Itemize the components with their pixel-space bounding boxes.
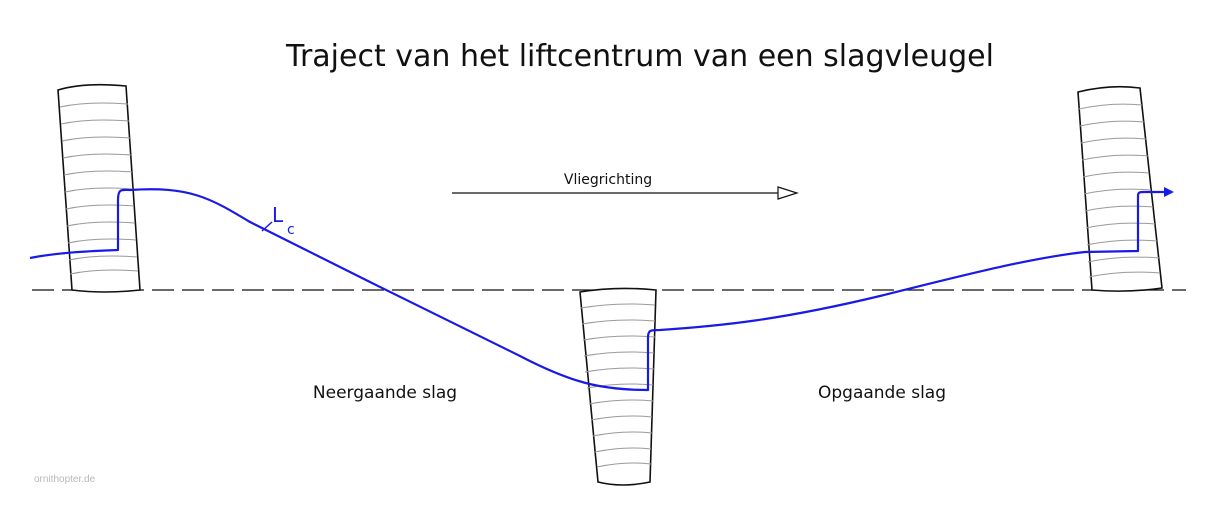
flight-direction-arrowhead: [777, 186, 799, 200]
lift-center-label: L: [272, 203, 284, 227]
wing-section-middle: [579, 287, 657, 486]
diagram-title: Traject van het liftcentrum van een slag…: [285, 39, 994, 74]
wing-section-right: [1077, 85, 1163, 292]
downstroke-label: Neergaande slag: [313, 383, 457, 403]
watermark: ornithopter.de: [34, 474, 96, 485]
lift-center-trajectory: [29, 187, 1174, 392]
flight-direction-label: Vliegrichting: [564, 172, 652, 188]
wing-section-left: [57, 83, 141, 293]
lift-center-leader-line: [261, 221, 273, 232]
lift-center-subscript: c: [287, 222, 295, 238]
upstroke-label: Opgaande slag: [818, 383, 946, 403]
